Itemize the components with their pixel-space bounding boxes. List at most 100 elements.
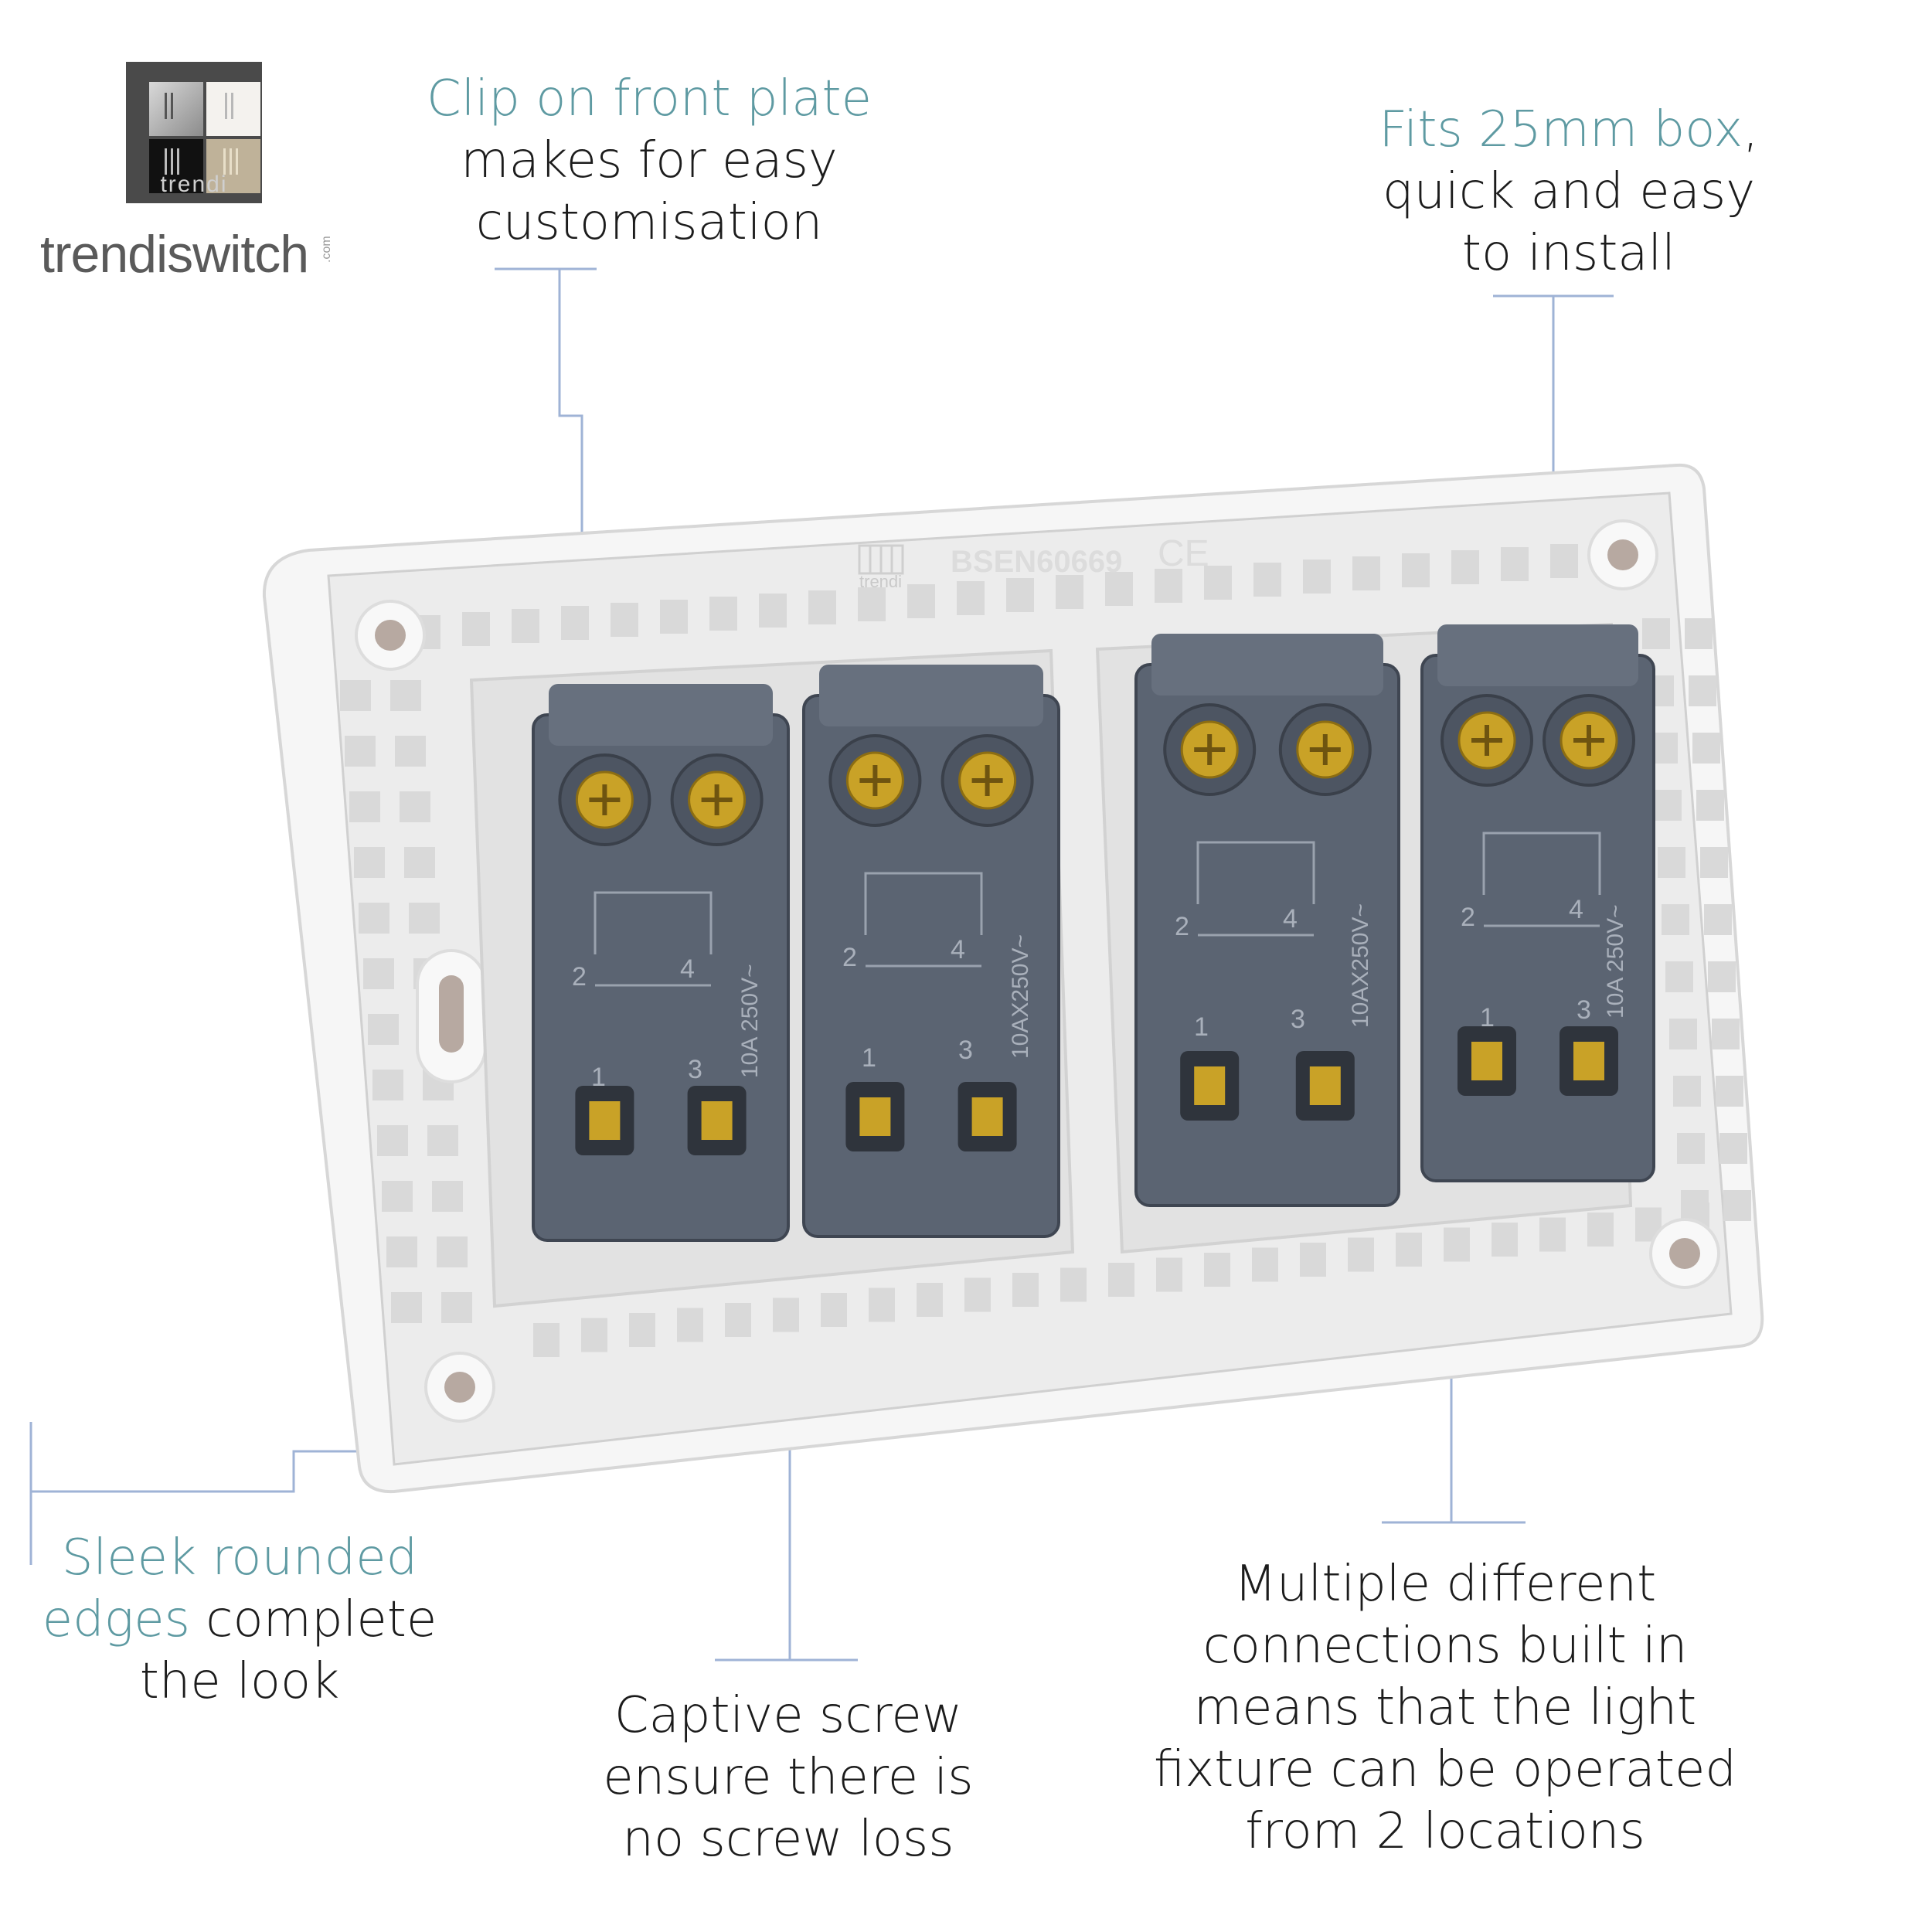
rib-slot	[512, 609, 539, 643]
callout-edges-line3: the look	[139, 1653, 340, 1710]
rib-slot	[390, 680, 421, 711]
rib-slot	[395, 736, 426, 767]
callout-edges-highlight2: edges	[42, 1591, 190, 1648]
rib-slot	[677, 1308, 703, 1342]
rib-slot	[1658, 847, 1685, 878]
rib-slot	[1252, 1247, 1278, 1282]
module-top-housing	[1437, 624, 1638, 686]
callout-connections-line5: from 2 locations	[1245, 1803, 1645, 1860]
rib-slot	[1204, 1253, 1230, 1287]
rib-slot	[1451, 550, 1479, 584]
maker-logo-icon	[858, 544, 904, 575]
wiring-diagram	[864, 872, 983, 935]
logo-tile-text: trendi	[160, 172, 228, 197]
terminal-number: 2	[842, 943, 857, 972]
rib-slot	[964, 1277, 991, 1312]
rib-slot	[660, 600, 688, 634]
rib-slot	[1662, 904, 1689, 935]
wiring-diagram	[594, 891, 713, 954]
rib-slot	[773, 1298, 799, 1332]
rib-slot	[533, 1323, 560, 1357]
brand-logo-icon: trendi	[126, 62, 262, 203]
rib-slot	[561, 606, 589, 640]
rib-slot	[1696, 790, 1724, 821]
standard-marking: BSEN60669	[951, 545, 1122, 579]
rib-slot	[345, 736, 376, 767]
rib-slot	[629, 1313, 655, 1347]
rib-slot	[1402, 553, 1430, 587]
rib-slot	[1692, 733, 1720, 764]
rib-slot	[1587, 1213, 1614, 1247]
terminal-number: 2	[1461, 903, 1475, 932]
terminal-brass	[971, 1097, 1003, 1136]
rib-slot	[1155, 569, 1182, 603]
terminal-number: 1	[591, 1063, 606, 1092]
callout-connections: Multiple different connections built in …	[1113, 1553, 1777, 1862]
rib-slot	[1550, 544, 1578, 578]
rib-slot	[359, 903, 389, 934]
rib-slot	[1677, 1133, 1705, 1164]
rib-slot	[386, 1236, 417, 1267]
callout-edges: Sleek rounded edges complete the look	[23, 1527, 456, 1713]
rib-slot	[1719, 1133, 1747, 1164]
rib-slot	[441, 1292, 472, 1323]
callout-front-plate-highlight: Clip on front plate	[427, 70, 872, 128]
callout-box-line3: to install	[1461, 225, 1676, 282]
terminal-number: 3	[958, 1036, 973, 1065]
rib-slot	[1348, 1237, 1374, 1272]
module-rating: 10AX250V~	[1348, 903, 1373, 1028]
rib-slot	[363, 958, 394, 989]
module-top-housing	[549, 684, 773, 746]
rib-slot	[1012, 1273, 1039, 1307]
module-rating: 10A 250V~	[737, 964, 763, 1078]
rib-slot	[1060, 1267, 1087, 1302]
callout-screw: Captive screw ensure there is no screw l…	[556, 1685, 1020, 1870]
rib-slot	[1681, 1190, 1709, 1221]
callout-screw-line1: Captive screw	[614, 1687, 963, 1744]
rib-slot	[1723, 1190, 1751, 1221]
callout-screw-line3: no screw loss	[622, 1811, 954, 1868]
rib-slot	[1673, 1076, 1701, 1107]
rib-slot	[368, 1014, 399, 1045]
module-top-housing	[1151, 634, 1383, 696]
terminal-number: 3	[688, 1055, 702, 1084]
rib-slot	[340, 680, 371, 711]
rib-slot	[400, 791, 430, 822]
brand-wordmark: trendiswitch	[40, 225, 309, 284]
terminal-brass	[1309, 1066, 1341, 1105]
rib-slot	[1156, 1257, 1182, 1292]
terminal-number: 2	[1175, 912, 1189, 941]
callout-connections-line4: fixture can be operated	[1154, 1741, 1736, 1798]
terminal-brass	[859, 1097, 891, 1136]
terminal-number: 3	[1577, 995, 1591, 1025]
rib-slot	[1704, 904, 1732, 935]
rib-slot	[1654, 790, 1682, 821]
rib-slot	[1492, 1223, 1518, 1257]
rib-slot	[917, 1283, 943, 1317]
terminal-brass	[589, 1101, 621, 1140]
rib-slot	[1006, 578, 1034, 612]
rib-slot	[1685, 618, 1713, 649]
rib-slot	[1716, 1076, 1743, 1107]
rib-slot	[1712, 1019, 1740, 1049]
rib-slot	[1700, 847, 1728, 878]
rib-slot	[432, 1181, 463, 1212]
callout-box-line2: quick and easy	[1382, 163, 1756, 220]
rib-slot	[611, 603, 638, 637]
callout-connections-line1: Multiple different	[1233, 1556, 1657, 1613]
ce-marking: CE	[1158, 533, 1209, 574]
rib-slot	[409, 903, 440, 934]
rib-slot	[462, 612, 490, 646]
rib-slot	[1253, 563, 1281, 597]
rib-slot	[354, 847, 385, 878]
rib-slot	[1352, 556, 1380, 590]
terminal-number: 2	[572, 962, 587, 992]
rib-slot	[1501, 547, 1529, 581]
callout-box: Fits 25mm box, quick and easy to install	[1329, 99, 1808, 284]
rib-slot	[709, 597, 737, 631]
rib-slot	[1108, 1263, 1134, 1297]
